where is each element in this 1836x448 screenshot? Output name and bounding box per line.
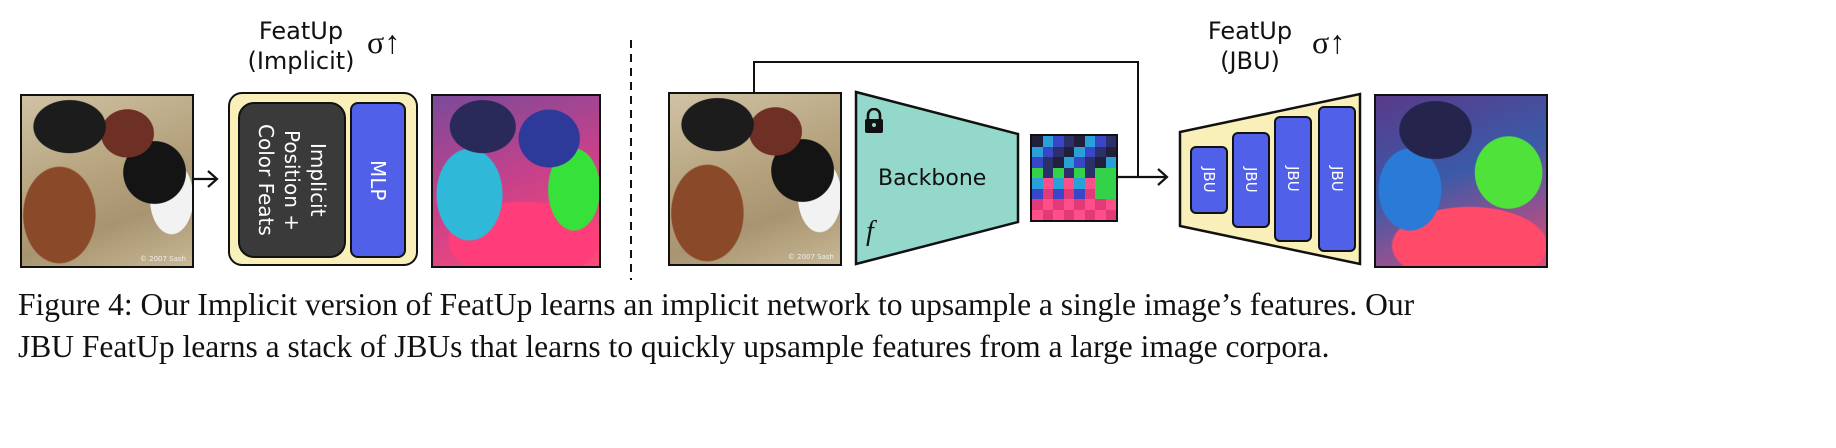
sigma-upsampler-symbol: σ↑ — [367, 24, 401, 60]
caption-line-1: Figure 4: Our Implicit version of FeatUp… — [18, 287, 1415, 322]
jbu-block: JBU — [1190, 146, 1228, 214]
jbu-label: JBU — [1328, 166, 1346, 192]
jbu-block: JBU — [1318, 106, 1356, 252]
jbu-output-features — [1374, 94, 1548, 268]
input-photo-left: © 2007 Sash — [20, 94, 194, 268]
jbu-block: JBU — [1232, 132, 1270, 228]
featup-title-line2: (Implicit) — [247, 47, 355, 75]
arrow-right-icon — [1116, 168, 1169, 186]
photo-credit: © 2007 Sash — [787, 253, 834, 261]
jbu-label: JBU — [1200, 167, 1218, 193]
implicit-frame: Implicit Position + Color Feats MLP — [228, 92, 418, 266]
backbone-block — [854, 90, 1020, 266]
backbone-function-symbol: f — [866, 216, 874, 247]
mlp-label: MLP — [366, 159, 390, 201]
jbu-label: JBU — [1284, 166, 1302, 192]
implicit-features-label: Implicit Position + Color Feats — [254, 124, 330, 236]
jbu-block: JBU — [1274, 116, 1312, 242]
mlp-block: MLP — [350, 102, 406, 258]
featup-title-line1: FeatUp — [1207, 17, 1293, 45]
featup-title-line1: FeatUp — [258, 17, 344, 45]
arrow-right-icon — [192, 170, 219, 188]
figure-caption: Figure 4: Our Implicit version of FeatUp… — [18, 284, 1414, 368]
backbone-label: Backbone — [878, 166, 987, 191]
low-res-features — [1030, 134, 1118, 222]
implicit-features-block: Implicit Position + Color Feats — [238, 102, 346, 258]
jbu-label: JBU — [1242, 167, 1260, 193]
featup-title-line2: (JBU) — [1220, 47, 1280, 75]
guidance-connection — [753, 61, 1139, 176]
featup-jbu-title: FeatUp (JBU) — [1190, 16, 1310, 76]
sigma-upsampler-symbol: σ↑ — [1312, 24, 1346, 60]
featup-implicit-title: FeatUp (Implicit) — [236, 16, 366, 76]
panel-divider — [630, 40, 632, 280]
implicit-output-features — [431, 94, 601, 268]
input-photo-right: © 2007 Sash — [668, 92, 842, 266]
photo-credit: © 2007 Sash — [139, 255, 186, 263]
lock-icon — [865, 108, 883, 133]
caption-line-2: JBU FeatUp learns a stack of JBUs that l… — [18, 329, 1330, 364]
jbu-stack-frame — [1178, 92, 1362, 266]
